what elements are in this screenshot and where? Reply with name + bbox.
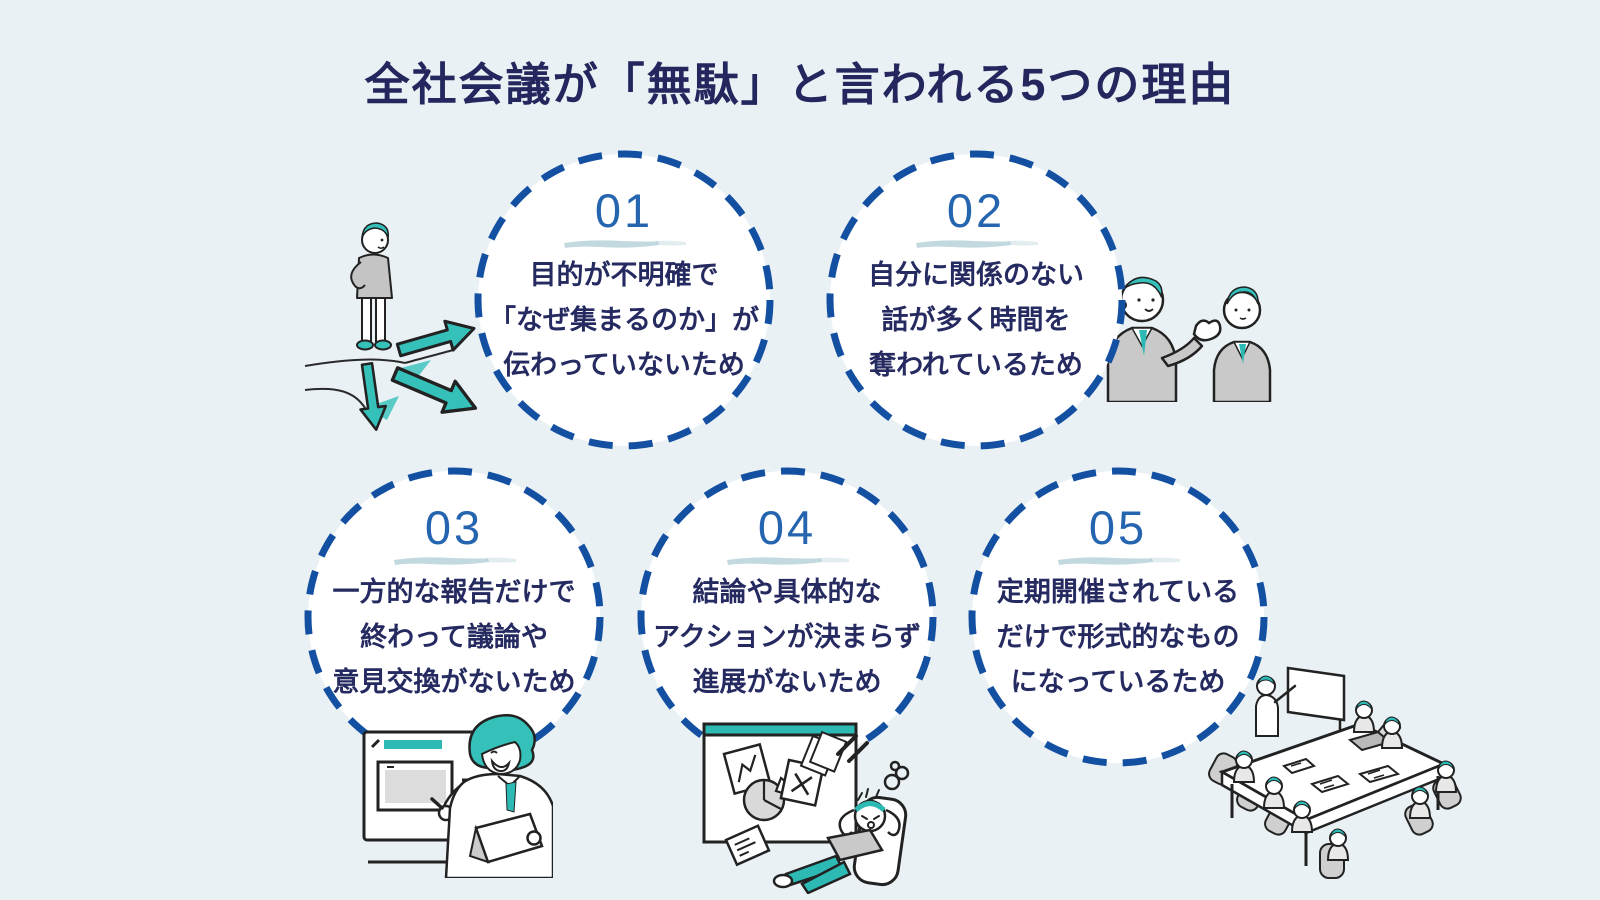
reason-text-line: 話が多く時間を — [881, 305, 1071, 335]
page-title: 全社会議が「無駄」と言われる5つの理由 — [364, 59, 1236, 110]
presenter-icon — [362, 714, 553, 878]
reason-text-line: 一方的な報告だけで — [332, 577, 576, 607]
reason-circle-5: 05 定期開催されている だけで形式的なもの になっているため — [967, 466, 1269, 768]
presenter-with-screen-illustration — [358, 710, 553, 878]
reason-circle-2: 02 自分に関係のない 話が多く時間を 奪われているため — [825, 149, 1127, 451]
dashed-circle-border — [474, 150, 774, 450]
number-underline-brush — [727, 557, 849, 565]
reason-text-line: になっているため — [1010, 667, 1226, 697]
reason-text-line: 終わって議論や — [360, 622, 548, 652]
number-underline-brush — [394, 557, 516, 565]
dashed-circle-border — [637, 467, 937, 767]
dashed-circle-border — [304, 467, 604, 767]
two-businesspeople-talking-illustration — [1096, 262, 1286, 402]
reason-circle-1: 01 目的が不明確で 「なぜ集まるのか」が 伝わっていないため — [473, 149, 775, 451]
meeting-table-icon — [1208, 666, 1462, 879]
reason-number: 01 — [594, 184, 654, 237]
reason-text-line: だけで形式的なもの — [996, 622, 1240, 652]
reason-number: 02 — [946, 184, 1006, 237]
reason-text-line: アクションが決まらず — [652, 622, 922, 652]
person-at-crossroads-illustration — [303, 218, 521, 433]
reason-text-line: 進展がないため — [692, 667, 882, 697]
meeting-table-group-illustration — [1192, 648, 1464, 886]
reason-text-line: 「なぜ集まるのか」が — [489, 305, 759, 335]
reason-text-line: 自分に関係のない — [868, 260, 1084, 290]
reason-text-line: 定期開催されている — [996, 577, 1240, 607]
reason-circle-3: 03 一方的な報告だけで 終わって議論や 意見交換がないため — [303, 466, 605, 768]
dashed-circle-border — [968, 467, 1268, 767]
number-underline-brush — [564, 240, 686, 248]
reason-circle-4: 04 結論や具体的な アクションが決まらず 進展がないため — [636, 466, 938, 768]
number-underline-brush — [1058, 557, 1180, 565]
reason-number: 04 — [757, 501, 817, 554]
number-underline-brush — [916, 240, 1038, 248]
crossroads-icon — [304, 222, 478, 431]
reason-text-line: 結論や具体的な — [692, 577, 882, 607]
reason-number: 03 — [424, 501, 484, 554]
reason-text-line: 伝わっていないため — [503, 350, 745, 380]
reason-text-line: 目的が不明確で — [529, 260, 719, 290]
reason-text-line: 奪われているため — [869, 350, 1083, 380]
businesspeople-icon — [1106, 276, 1272, 402]
reason-number: 05 — [1088, 501, 1148, 554]
frustrated-worker-with-charts-illustration — [686, 698, 914, 894]
dashed-circle-border — [826, 150, 1126, 450]
reason-text-line: 意見交換がないため — [332, 667, 576, 697]
frustrated-worker-icon — [702, 722, 910, 894]
